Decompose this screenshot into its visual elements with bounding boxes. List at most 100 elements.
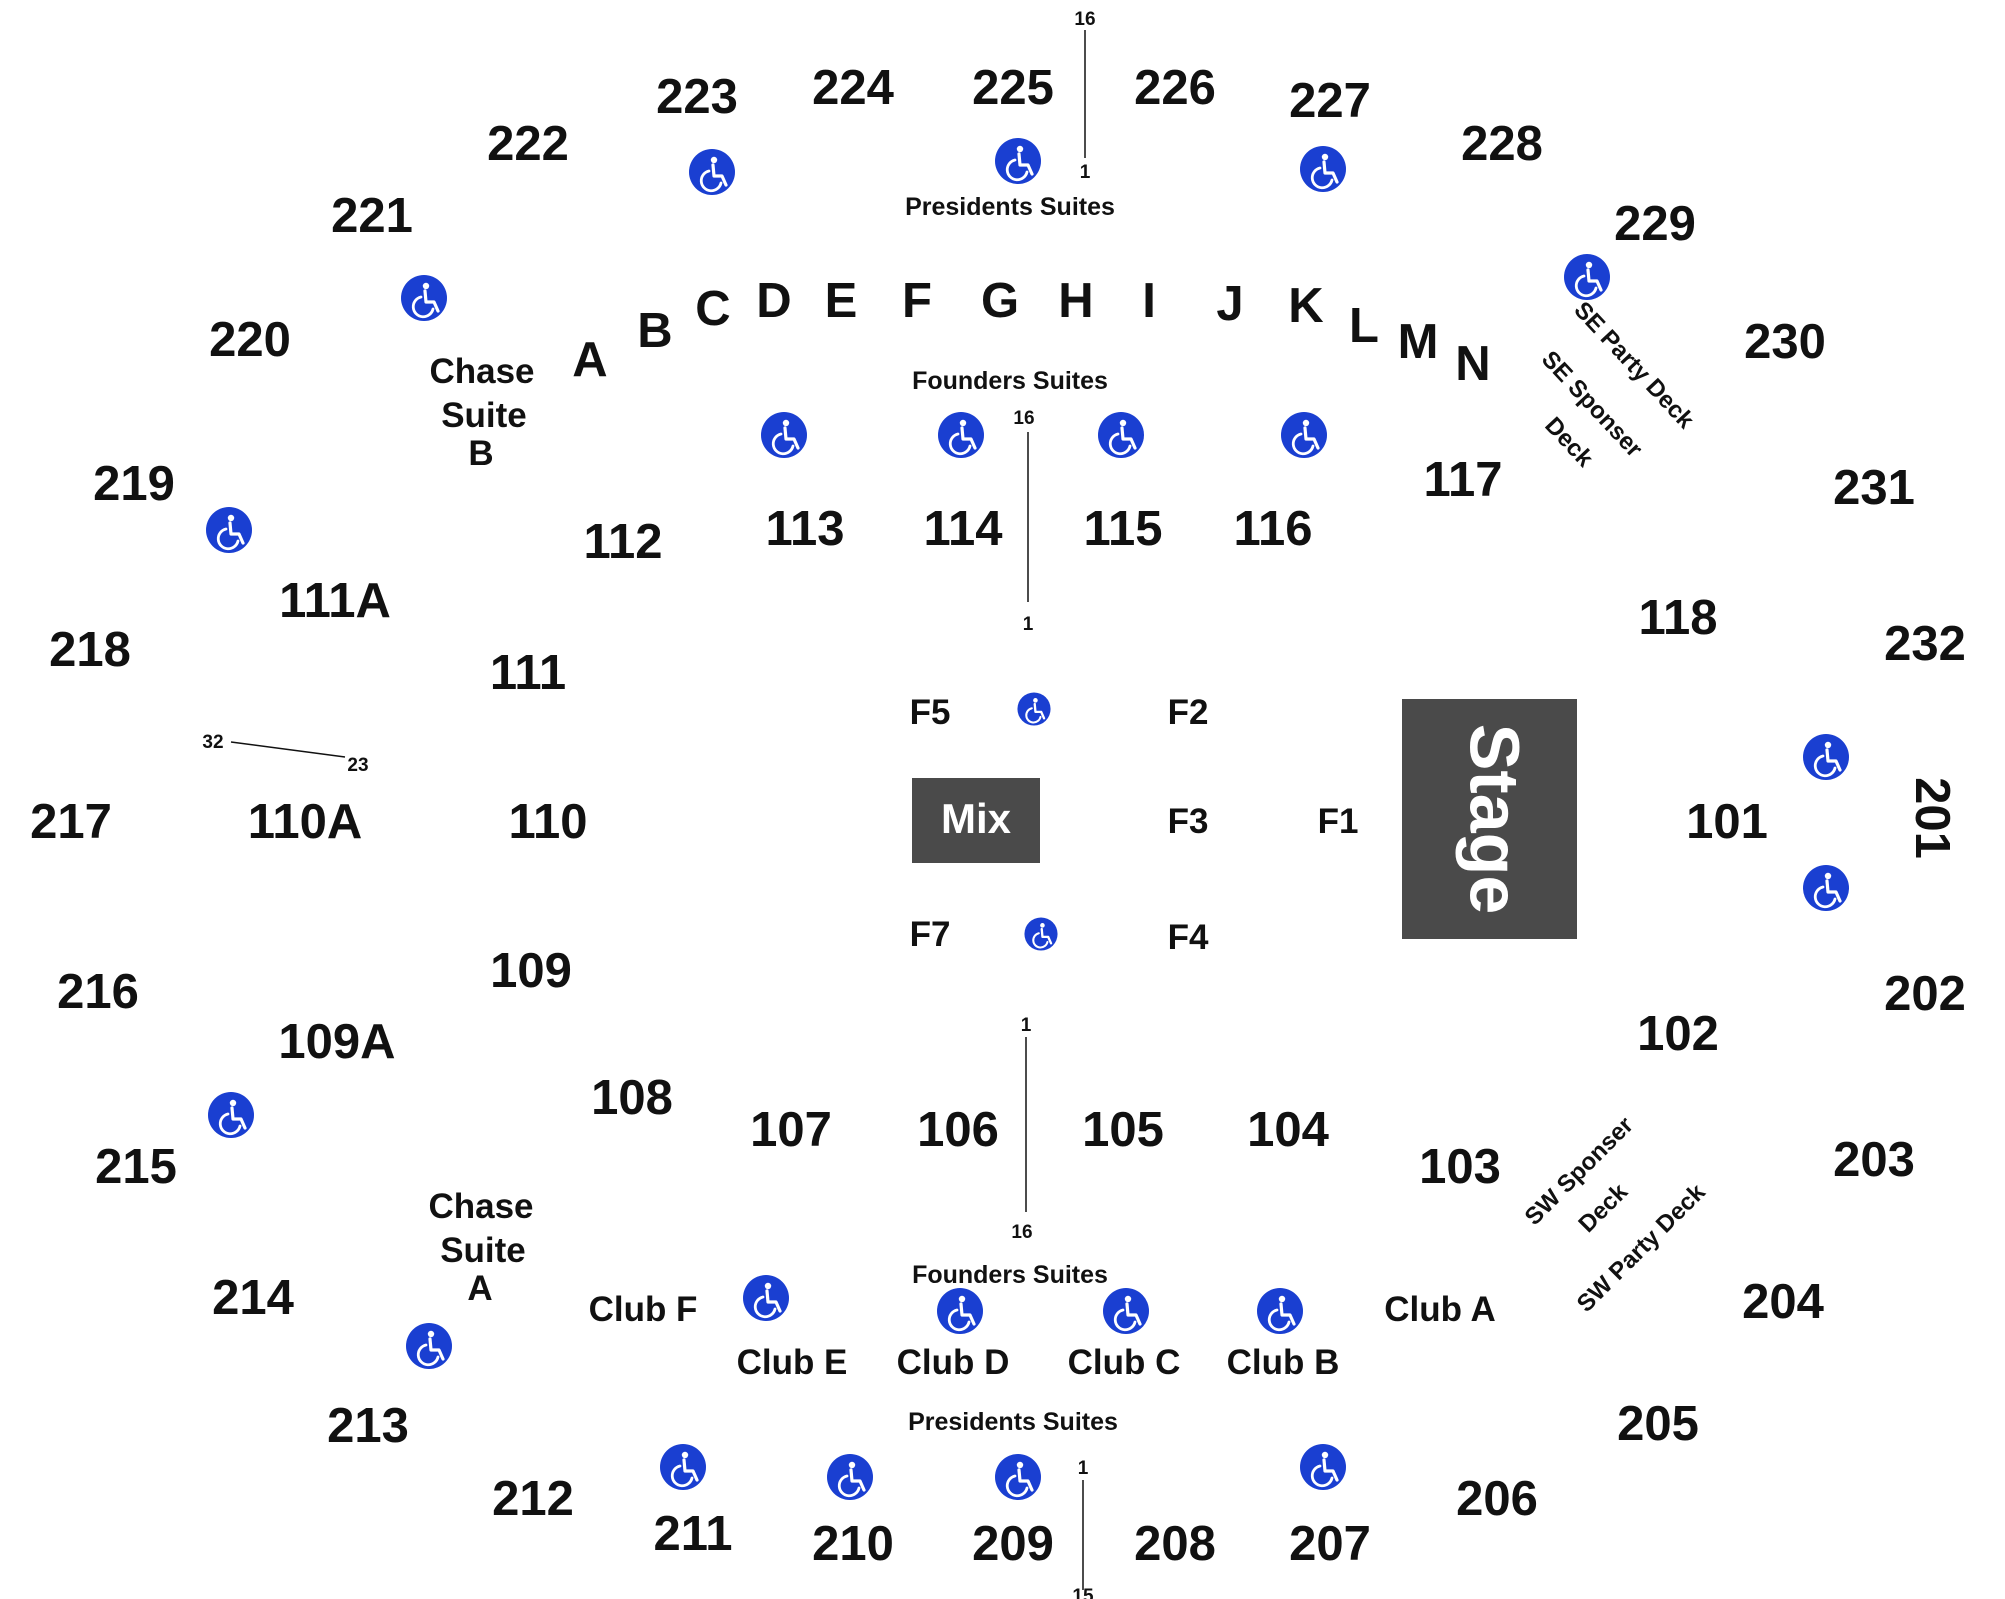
section-230[interactable]: 230 [1744, 315, 1826, 369]
floor-f4[interactable]: F4 [1168, 918, 1209, 957]
section-231[interactable]: 231 [1833, 461, 1915, 515]
row-h[interactable]: H [1058, 274, 1093, 328]
presidents-suites-bottom[interactable]: Presidents Suites [908, 1408, 1118, 1436]
section-226[interactable]: 226 [1134, 61, 1216, 115]
section-103[interactable]: 103 [1419, 1140, 1501, 1194]
section-224[interactable]: 224 [812, 61, 894, 115]
wheelchair-icon[interactable] [399, 273, 449, 323]
section-214[interactable]: 214 [212, 1271, 294, 1325]
row-m[interactable]: M [1398, 315, 1439, 369]
row-l[interactable]: L [1349, 299, 1379, 353]
section-203[interactable]: 203 [1833, 1133, 1915, 1187]
club-d[interactable]: Club D [897, 1343, 1010, 1382]
row-f[interactable]: F [902, 274, 932, 328]
founders-suites-bottom[interactable]: Founders Suites [912, 1261, 1108, 1289]
row-e[interactable]: E [825, 274, 858, 328]
section-222[interactable]: 222 [487, 117, 569, 171]
section-225[interactable]: 225 [972, 61, 1054, 115]
section-207[interactable]: 207 [1289, 1517, 1371, 1571]
sw-sponser-deck[interactable]: SW Sponser Deck [1520, 1112, 1639, 1238]
wheelchair-icon[interactable] [741, 1273, 791, 1323]
section-107[interactable]: 107 [750, 1103, 832, 1157]
club-c[interactable]: Club C [1068, 1343, 1181, 1382]
presidents-suites-top[interactable]: Presidents Suites [905, 193, 1115, 221]
section-215[interactable]: 215 [95, 1140, 177, 1194]
club-b[interactable]: Club B [1227, 1343, 1340, 1382]
floor-f2[interactable]: F2 [1168, 693, 1209, 732]
wheelchair-icon[interactable] [1562, 252, 1612, 302]
section-205[interactable]: 205 [1617, 1397, 1699, 1451]
section-105[interactable]: 105 [1082, 1103, 1164, 1157]
section-108[interactable]: 108 [591, 1071, 673, 1125]
founders-suites-top[interactable]: Founders Suites [912, 367, 1108, 395]
wheelchair-icon[interactable] [825, 1452, 875, 1502]
section-221[interactable]: 221 [331, 189, 413, 243]
section-118[interactable]: 118 [1638, 591, 1717, 645]
section-106[interactable]: 106 [917, 1103, 999, 1157]
section-227[interactable]: 227 [1289, 74, 1371, 128]
wheelchair-icon[interactable] [204, 505, 254, 555]
club-a[interactable]: Club A [1384, 1290, 1495, 1329]
wheelchair-icon[interactable] [1096, 410, 1146, 460]
wheelchair-icon[interactable] [993, 1452, 1043, 1502]
row-i[interactable]: I [1142, 274, 1156, 328]
section-104[interactable]: 104 [1247, 1103, 1329, 1157]
section-211[interactable]: 211 [653, 1507, 732, 1561]
wheelchair-icon[interactable] [1298, 1442, 1348, 1492]
row-j[interactable]: J [1216, 277, 1243, 331]
row-k[interactable]: K [1288, 279, 1323, 333]
section-216[interactable]: 216 [57, 965, 139, 1019]
floor-f1[interactable]: F1 [1318, 802, 1359, 841]
wheelchair-icon[interactable] [1016, 691, 1052, 727]
section-217[interactable]: 217 [30, 795, 112, 849]
section-112[interactable]: 112 [583, 515, 662, 569]
section-223[interactable]: 223 [656, 70, 738, 124]
section-113[interactable]: 113 [765, 502, 844, 556]
section-213[interactable]: 213 [327, 1399, 409, 1453]
wheelchair-icon[interactable] [687, 147, 737, 197]
row-d[interactable]: D [756, 274, 791, 328]
row-a[interactable]: A [572, 333, 607, 387]
row-n[interactable]: N [1455, 337, 1490, 391]
section-102[interactable]: 102 [1637, 1007, 1719, 1061]
wheelchair-icon[interactable] [1255, 1286, 1305, 1336]
club-f[interactable]: Club F [589, 1290, 698, 1329]
section-210[interactable]: 210 [812, 1517, 894, 1571]
section-111a[interactable]: 111A [279, 574, 391, 628]
wheelchair-icon[interactable] [404, 1321, 454, 1371]
section-109[interactable]: 109 [490, 944, 572, 998]
section-110a[interactable]: 110A [248, 795, 362, 849]
floor-f7[interactable]: F7 [910, 915, 951, 954]
section-109a[interactable]: 109A [278, 1015, 395, 1069]
section-218[interactable]: 218 [49, 623, 131, 677]
section-228[interactable]: 228 [1461, 117, 1543, 171]
floor-f5[interactable]: F5 [910, 693, 951, 732]
section-110[interactable]: 110 [508, 795, 587, 849]
chase-suite-b[interactable]: Chase Suite B [429, 352, 534, 473]
wheelchair-icon[interactable] [993, 136, 1043, 186]
row-g[interactable]: G [981, 274, 1019, 328]
section-229[interactable]: 229 [1614, 197, 1696, 251]
wheelchair-icon[interactable] [206, 1090, 256, 1140]
wheelchair-icon[interactable] [935, 1286, 985, 1336]
row-b[interactable]: B [637, 304, 672, 358]
club-e[interactable]: Club E [737, 1343, 848, 1382]
wheelchair-icon[interactable] [1801, 732, 1851, 782]
section-117[interactable]: 117 [1423, 453, 1502, 507]
wheelchair-icon[interactable] [1801, 863, 1851, 913]
section-111[interactable]: 111 [490, 646, 566, 700]
wheelchair-icon[interactable] [1279, 410, 1329, 460]
section-212[interactable]: 212 [492, 1472, 574, 1526]
section-220[interactable]: 220 [209, 313, 291, 367]
wheelchair-icon[interactable] [1298, 144, 1348, 194]
chase-suite-a[interactable]: Chase Suite A [428, 1187, 533, 1308]
section-209[interactable]: 209 [972, 1517, 1054, 1571]
row-c[interactable]: C [695, 282, 730, 336]
section-204[interactable]: 204 [1742, 1275, 1824, 1329]
section-115[interactable]: 115 [1083, 502, 1162, 556]
section-206[interactable]: 206 [1456, 1472, 1538, 1526]
wheelchair-icon[interactable] [1023, 916, 1059, 952]
section-202[interactable]: 202 [1884, 967, 1966, 1021]
wheelchair-icon[interactable] [1101, 1286, 1151, 1336]
wheelchair-icon[interactable] [658, 1442, 708, 1492]
